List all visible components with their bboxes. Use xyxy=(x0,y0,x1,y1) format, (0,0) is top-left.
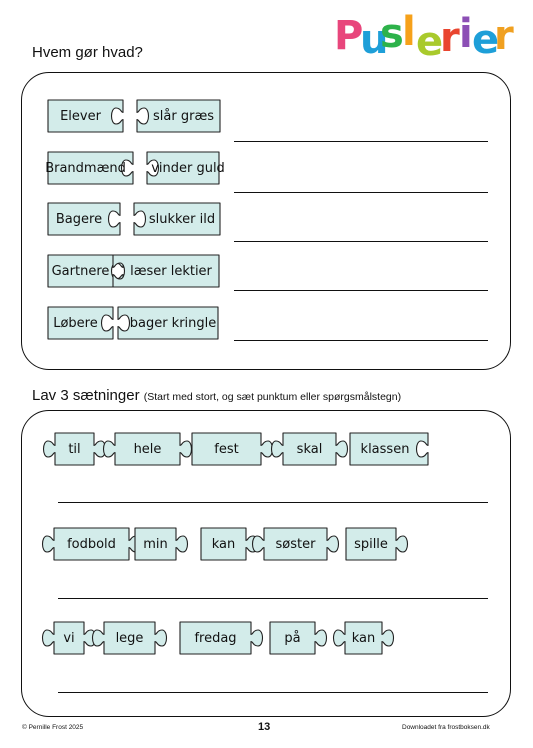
puzzle-piece-word: fredag xyxy=(179,621,264,655)
puzzle-piece-subject: Løbere xyxy=(47,306,114,340)
puzzle-piece-shape xyxy=(345,527,409,561)
piece-word: Gartnere xyxy=(51,263,110,279)
puzzle-piece-shape xyxy=(251,527,340,561)
puzzle-piece-shape xyxy=(47,254,124,288)
puzzle-piece-word: til xyxy=(42,432,107,466)
piece-word: læser lektier xyxy=(130,263,212,279)
puzzle-piece-shape xyxy=(332,621,395,655)
piece-word: Elever xyxy=(60,108,101,124)
piece-word: spille xyxy=(354,536,388,552)
piece-word: fest xyxy=(214,441,239,457)
piece-word: Bagere xyxy=(55,211,103,227)
piece-word: vi xyxy=(63,630,75,646)
sentence-line[interactable] xyxy=(58,502,488,503)
sentence-box xyxy=(21,410,511,717)
puzzle-piece-action: bager kringle xyxy=(117,306,219,340)
puzzle-piece-action: slukker ild xyxy=(133,202,221,236)
puzzle-piece-shape xyxy=(42,432,107,466)
puzzle-piece-shape xyxy=(136,99,221,133)
puzzle-piece-shape xyxy=(102,432,193,466)
piece-word: vinder guld xyxy=(151,160,225,176)
sentence-line[interactable] xyxy=(58,692,488,693)
puzzle-piece-subject: Bagere xyxy=(47,202,121,236)
answer-line[interactable] xyxy=(234,141,488,142)
piece-word: kan xyxy=(211,536,236,552)
puzzle-piece-word: vi xyxy=(41,621,97,655)
puzzle-piece-word: kan xyxy=(200,527,259,561)
logo-letter: u xyxy=(360,17,389,63)
logo-letter: i xyxy=(459,11,473,57)
logo-letter: P xyxy=(334,13,364,59)
puzzle-piece-shape xyxy=(133,202,221,236)
puzzle-piece-subject: Gartnere xyxy=(47,254,124,288)
piece-word: min xyxy=(143,536,168,552)
puzzle-piece-word: kan xyxy=(332,621,395,655)
answer-line[interactable] xyxy=(234,192,488,193)
puzzle-piece-word: spille xyxy=(345,527,409,561)
puzzle-piece-subject: Elever xyxy=(47,99,124,133)
puzzle-piece-word: på xyxy=(269,621,328,655)
puzzle-piece-shape xyxy=(47,99,124,133)
answer-line[interactable] xyxy=(234,290,488,291)
puzzle-piece-shape xyxy=(47,202,121,236)
puzzle-piece-shape xyxy=(179,621,264,655)
logo-letter: r xyxy=(494,13,514,59)
puzzle-piece-word: lege xyxy=(91,621,168,655)
answer-line[interactable] xyxy=(234,241,488,242)
piece-word: skal xyxy=(296,441,323,457)
logo-letter: l xyxy=(402,9,416,55)
section-title-match: Hvem gør hvad? xyxy=(32,44,143,61)
puzzle-piece-word: hele xyxy=(102,432,193,466)
sentence-line[interactable] xyxy=(58,598,488,599)
puzzle-piece-word: fest xyxy=(191,432,274,466)
puzzle-piece-word: min xyxy=(134,527,189,561)
piece-word: hele xyxy=(133,441,162,457)
footer-copyright: © Pernille Frost 2025 xyxy=(22,724,84,731)
logo-letter: e xyxy=(416,19,444,65)
answer-line[interactable] xyxy=(234,340,488,341)
puzzle-piece-shape xyxy=(47,306,114,340)
puzzle-piece-action: vinder guld xyxy=(146,151,225,185)
piece-word: bager kringle xyxy=(129,315,217,331)
piece-word: slukker ild xyxy=(148,211,216,227)
puzzle-piece-shape xyxy=(146,151,220,185)
piece-word: klassen xyxy=(360,441,410,457)
puzzle-piece-shape xyxy=(270,432,349,466)
piece-word: til xyxy=(68,441,81,457)
logo-letter: s xyxy=(380,11,404,57)
piece-word: slår græs xyxy=(153,108,214,124)
logo-letter: r xyxy=(440,15,460,61)
puzzle-piece-shape xyxy=(41,621,97,655)
puzzle-piece-shape xyxy=(112,254,220,288)
piece-word: Løbere xyxy=(53,315,98,331)
logo-letter: e xyxy=(472,17,500,63)
puzzle-piece-shape xyxy=(117,306,219,340)
puzzle-piece-word: skal xyxy=(270,432,349,466)
puzzle-piece-shape xyxy=(349,432,429,466)
piece-word: fredag xyxy=(194,630,237,646)
piece-word: søster xyxy=(275,536,316,552)
puzzle-piece-shape xyxy=(91,621,168,655)
piece-word: kan xyxy=(351,630,376,646)
puzzle-piece-word: søster xyxy=(251,527,340,561)
puzzle-piece-subject: Brandmænd xyxy=(45,151,134,185)
puzzle-piece-shape xyxy=(47,151,134,185)
puzzle-piece-word: fodbold xyxy=(41,527,142,561)
puzzle-piece-shape xyxy=(134,527,189,561)
piece-word: på xyxy=(284,630,301,646)
section-title-sentences: Lav 3 sætninger (Start med stort, og sæt… xyxy=(32,387,402,404)
piece-word: Brandmænd xyxy=(45,160,126,176)
puzzle-piece-action: læser lektier xyxy=(112,254,220,288)
puzzle-piece-word: klassen xyxy=(349,432,429,466)
piece-word: lege xyxy=(115,630,144,646)
piece-word: fodbold xyxy=(67,536,116,552)
page-number: 13 xyxy=(258,721,271,733)
puzzle-piece-action: slår græs xyxy=(136,99,221,133)
footer-source: Downloadet fra frostboksen.dk xyxy=(402,724,490,731)
puzzle-piece-shape xyxy=(269,621,328,655)
